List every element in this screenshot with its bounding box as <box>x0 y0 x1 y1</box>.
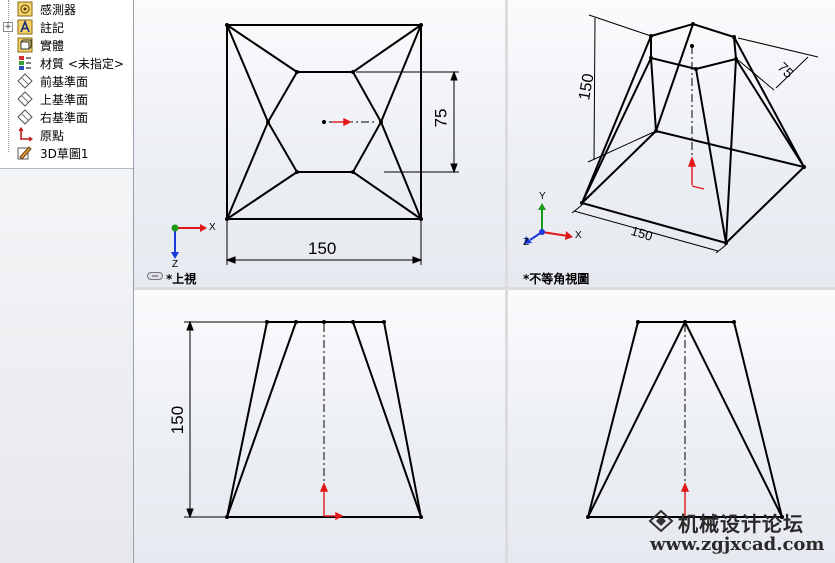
axis-y-label: Y <box>539 191 546 202</box>
view-link-icon[interactable] <box>147 271 163 281</box>
diamond-logo-icon <box>648 510 674 532</box>
origin-marker <box>680 482 690 516</box>
watermark-name: 机械设计论坛 <box>678 512 804 536</box>
origin-marker <box>319 482 344 521</box>
front-view-drawing <box>184 320 423 521</box>
tree-item-label: 註記 <box>40 21 65 35</box>
tree-item-label: 前基準面 <box>40 75 89 89</box>
tree-item-label: 3D草圖1 <box>40 147 89 161</box>
viewport-top[interactable]: 75 150 X Z *上視 <box>134 0 505 287</box>
tree-item-sensors[interactable]: 感測器 <box>0 0 134 18</box>
origin-icon <box>18 127 33 142</box>
expand-toggle[interactable]: + <box>3 22 13 32</box>
tree-empty-area <box>0 168 133 563</box>
pyramid-wireframe <box>580 22 806 245</box>
material-icon <box>19 56 31 70</box>
dimension-label[interactable]: 150 <box>308 239 337 258</box>
dimension-label[interactable]: 75 <box>431 108 451 128</box>
tree-item-label: 感測器 <box>40 3 77 17</box>
dimension-75-top <box>737 37 819 91</box>
feature-tree-panel: 感測器 + 註記 實體 材質 <未指定> 前基準面 上基準面 右基準面 原點 3… <box>0 0 134 563</box>
tree-item-front-plane[interactable]: 前基準面 <box>0 72 134 90</box>
watermark-url: www.zgjxcad.com <box>650 534 825 555</box>
annotation-icon <box>17 19 33 35</box>
axis-x-label: X <box>209 222 216 233</box>
axis-triad <box>524 203 573 244</box>
viewport-label: *不等角視圖 <box>523 272 590 286</box>
vertex-points <box>225 320 423 519</box>
sensor-icon <box>17 1 33 17</box>
top-view-drawing <box>171 23 459 265</box>
dimension-label[interactable]: 150 <box>168 405 188 435</box>
axis-x-label: X <box>575 230 582 241</box>
dimension-150-vertical <box>184 320 265 519</box>
tree-item-right-plane[interactable]: 右基準面 <box>0 108 134 126</box>
solid-bodies-icon <box>17 37 33 53</box>
tree-item-label: 右基準面 <box>40 111 89 125</box>
tree-item-label: 材質 <未指定> <box>40 57 124 71</box>
viewport-label: *上視 <box>166 272 197 286</box>
axis-z-label: Z <box>172 259 179 270</box>
axis-z-label: Z <box>523 237 530 248</box>
plane-icon <box>17 109 33 125</box>
origin-marker <box>332 117 352 127</box>
tree-item-annotations[interactable]: + 註記 <box>0 18 134 36</box>
viewport-isometric[interactable]: 150 75 150 X Y Z *不等角視圖 <box>508 0 835 287</box>
watermark: 机械设计论坛 www.zgjxcad.com <box>648 505 833 560</box>
dimension-150-horizontal <box>225 221 423 265</box>
origin-marker <box>687 156 705 190</box>
tree-item-3d-sketch[interactable]: 3D草圖1 <box>0 144 134 162</box>
dimension-150-base <box>571 204 727 254</box>
right-view-drawing <box>586 320 784 519</box>
tree-item-label: 上基準面 <box>40 93 89 107</box>
tree-item-solid-bodies[interactable]: 實體 <box>0 36 134 54</box>
tree-item-origin[interactable]: 原點 <box>0 126 134 144</box>
vertex-points <box>586 320 784 519</box>
graphics-area[interactable]: 75 150 X Z *上視 <box>134 0 835 563</box>
axis-triad <box>171 224 207 259</box>
iso-view-drawing <box>524 14 819 254</box>
tree-item-top-plane[interactable]: 上基準面 <box>0 90 134 108</box>
viewport-right[interactable] <box>508 290 835 563</box>
dimension-75 <box>356 70 459 174</box>
tree-item-label: 實體 <box>40 39 65 53</box>
tree-item-label: 原點 <box>40 129 65 143</box>
tree-item-material[interactable]: 材質 <未指定> <box>0 54 134 72</box>
3d-sketch-icon <box>17 146 32 160</box>
dimension-150-vertical <box>587 14 657 163</box>
viewport-front[interactable]: 150 <box>134 290 505 563</box>
plane-icon <box>17 73 33 89</box>
plane-icon <box>17 91 33 107</box>
vertex-points <box>225 23 423 221</box>
